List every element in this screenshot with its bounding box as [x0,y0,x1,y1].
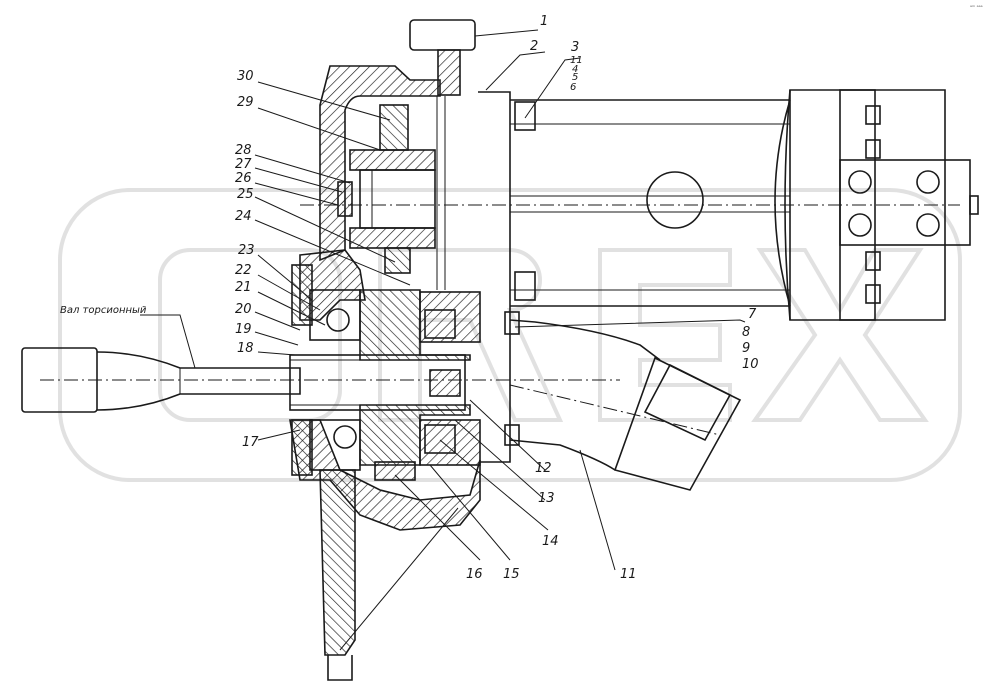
callout-19: 19 [235,322,252,337]
callout-16: 16 [466,567,483,582]
idler-gear [337,104,436,274]
main-gear-assembly [289,264,471,481]
torsion-shaft [21,347,301,413]
mounting-plate [409,19,511,463]
gear-housing [289,65,481,681]
callout-7: 7 [748,307,757,322]
callout-12: 12 [535,461,552,476]
callout-29: 29 [237,95,254,110]
callout-11: 11 [620,567,637,582]
callout-9: 9 [742,341,750,356]
callout-14: 14 [542,534,559,549]
callout-25: 25 [237,187,254,202]
callout-3-stack-3: 5 [572,72,578,83]
callout-28: 28 [235,143,252,158]
callout-3-stack-1: 11 [570,55,583,66]
callout-1: 1 [540,14,548,29]
hydraulic-cylinder [510,89,979,321]
corner-mark: ᵃᵐ ᵃᵃᵃ [970,5,983,11]
callout-17: 17 [242,435,259,450]
callout-2: 2 [530,39,538,54]
callout-24: 24 [235,209,252,224]
callout-26: 26 [235,171,252,186]
callout-13: 13 [538,491,555,506]
callout-30: 30 [237,69,254,84]
callout-20: 20 [235,302,252,317]
callout-3-stack-2: 4 [572,64,578,75]
callout-22: 22 [235,263,252,278]
leader-lines [140,29,746,651]
callout-3-stack-4: 6 [570,82,576,93]
callout-18: 18 [237,341,254,356]
callout-8: 8 [742,325,750,340]
callout-10: 10 [742,357,759,372]
callout-23: 23 [238,243,255,258]
callout-labels: ᵃᵐ ᵃᵃᵃ 1 2 3 11 4 5 6 30 29 28 27 26 25 … [60,5,983,582]
callout-15: 15 [503,567,520,582]
hydraulic-motor [504,311,742,491]
callout-3: 3 [571,40,579,55]
shaft-caption: Вал торсионный [60,305,147,316]
callout-21: 21 [235,280,252,295]
callout-27: 27 [235,157,252,172]
